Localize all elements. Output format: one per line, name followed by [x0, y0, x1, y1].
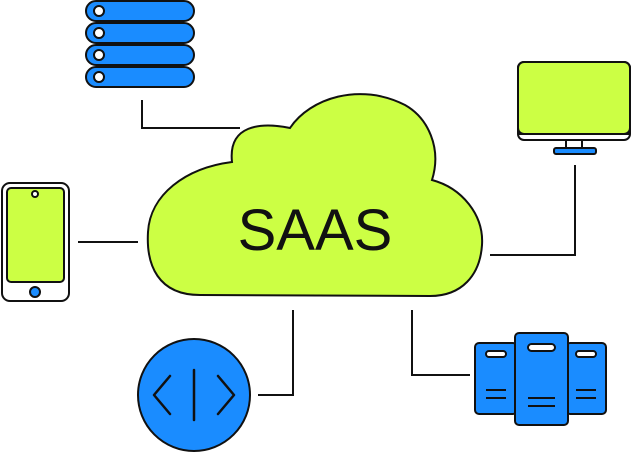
connector-servers [411, 310, 470, 376]
smartphone-icon [1, 182, 70, 302]
connector-database [141, 100, 240, 129]
database-stack-icon [85, 0, 195, 88]
cloud-shape [146, 93, 484, 298]
saas-cloud: SAAS [146, 93, 484, 298]
cloud-label: SAAS [238, 198, 393, 263]
connector-lines [78, 100, 576, 396]
code-circle-icon [137, 338, 251, 452]
connector-code [258, 310, 294, 396]
connector-monitor [490, 165, 576, 256]
desktop-monitor-icon [517, 61, 631, 155]
server-rack-icon [474, 332, 607, 426]
